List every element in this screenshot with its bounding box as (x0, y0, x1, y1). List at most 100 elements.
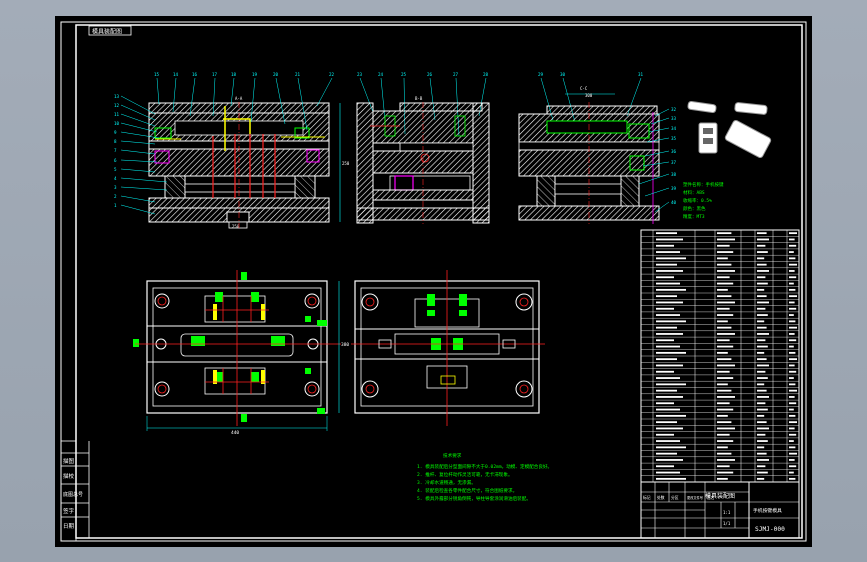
svg-text:24: 24 (378, 72, 384, 77)
svg-text:收缩率：0.5%: 收缩率：0.5% (683, 197, 712, 204)
svg-text:17: 17 (212, 72, 218, 77)
bom-cell-text (717, 257, 728, 260)
svg-text:5: 5 (114, 167, 117, 172)
svg-text:31: 31 (638, 72, 644, 77)
bom-cell-text (656, 421, 677, 424)
bom-cell-text (656, 282, 680, 285)
bom-cell-text (717, 370, 730, 373)
bom-cell-text (656, 270, 683, 272)
dim-label: 250 (232, 224, 240, 229)
front-section-view[interactable]: 250 250 A-A (148, 96, 350, 229)
svg-text:标记: 标记 (643, 495, 651, 500)
bom-cell-text (757, 288, 765, 291)
bom-cell-text (789, 276, 797, 279)
svg-text:材料：ABS: 材料：ABS (683, 189, 705, 196)
bom-cell-text (757, 238, 769, 241)
bom-cell-text (717, 427, 735, 430)
bom-cell-text (757, 396, 769, 398)
bom-cell-text (757, 408, 768, 411)
bom-cell-text (656, 251, 680, 253)
bom-cell-text (757, 433, 766, 436)
bom-cell-text (717, 232, 732, 235)
right-section-view[interactable]: C-C 300 (518, 86, 660, 224)
svg-text:37: 37 (671, 160, 677, 165)
bom-cell-text (757, 320, 765, 323)
bom-cell-text (717, 339, 730, 342)
middle-section-view[interactable]: B-B (356, 96, 490, 224)
svg-text:精度：MT3: 精度：MT3 (683, 213, 705, 220)
bom-cell-text (717, 263, 732, 266)
bom-cell-text (717, 345, 734, 348)
bom-cell-text (656, 459, 683, 461)
bom-cell-text (757, 389, 767, 392)
drawing-sheet: 模具装配图 描图 描校 底图总号 签字 日期 (55, 16, 812, 547)
bom-cell-text (757, 446, 765, 449)
fixed-half-plan-view[interactable] (351, 270, 545, 426)
bom-cell-text (757, 421, 767, 424)
bom-cell-text (789, 396, 795, 398)
svg-text:36: 36 (671, 149, 677, 154)
side-label: 底图总号 (63, 491, 83, 498)
bom-cell-text (656, 232, 677, 235)
bom-cell-text (757, 477, 765, 480)
moving-half-plan-view[interactable]: 440 380 (133, 270, 349, 436)
svg-text:35: 35 (671, 136, 677, 141)
svg-text:18: 18 (231, 72, 237, 77)
section-label: B-B (415, 96, 423, 101)
section-label: A-A (235, 96, 243, 101)
bom-cell-text (789, 414, 796, 417)
bom-cell-text (789, 383, 796, 386)
svg-text:12: 12 (114, 103, 120, 108)
bom-cell-text (789, 433, 797, 436)
bom-cell-text (757, 257, 765, 260)
bom-cell-text (717, 314, 734, 316)
bom-cell-text (757, 377, 768, 379)
bom-cell-text (789, 351, 796, 354)
bom-cell-text (656, 257, 686, 260)
bom-cell-text (656, 389, 677, 392)
bom-cell-text (656, 408, 680, 411)
bom-cell-text (656, 345, 680, 348)
svg-text:26: 26 (427, 72, 433, 77)
svg-text:32: 32 (671, 107, 677, 112)
bom-cell-text (789, 389, 797, 392)
bom-cell-text (789, 364, 795, 367)
bom-cell-text (656, 440, 680, 442)
bom-cell-text (757, 295, 767, 298)
bom-cell-text (789, 471, 794, 474)
bom-cell-text (717, 333, 735, 335)
bom-cell-text (757, 244, 766, 247)
svg-text:33: 33 (671, 116, 677, 121)
bom-cell-text (789, 465, 797, 468)
dim-label: 250 (342, 161, 350, 166)
outer-border (60, 21, 807, 542)
bom-cell-text (757, 471, 768, 474)
bom-cell-text (757, 276, 766, 279)
bom-cell-text (757, 282, 768, 285)
bom-cell-text (757, 339, 766, 342)
bom-cell-text (717, 402, 730, 405)
bom-cell-text (757, 263, 767, 266)
binding-column: 描图 描校 底图总号 签字 日期 (60, 440, 90, 542)
svg-text:2: 2 (114, 194, 117, 199)
bom-cell-text (717, 433, 730, 436)
svg-text:19: 19 (252, 72, 258, 77)
svg-text:处数: 处数 (657, 495, 665, 500)
bom-cell-text (789, 270, 795, 272)
svg-text:1: 1 (114, 203, 117, 208)
svg-text:颜色：黑色: 颜色：黑色 (683, 205, 706, 212)
bom-cell-text (789, 244, 797, 247)
bom-cell-text (656, 307, 674, 310)
bom-cell-text (717, 446, 728, 449)
callouts-right: 32 33 34 35 36 37 38 39 40 (638, 107, 677, 213)
bom-cell-text (717, 452, 732, 455)
svg-text:25: 25 (401, 72, 407, 77)
bom-cell-text (656, 433, 674, 436)
bom-cell-text (789, 326, 797, 329)
bom-cell-text (717, 471, 734, 474)
technical-requirements: 技术要求 1. 模具装配后分型面间隙不大于0.02mm，动模、定模配合良好。 2… (417, 452, 552, 502)
bom-cell-text (757, 345, 768, 348)
svg-text:技术要求: 技术要求 (443, 452, 462, 459)
view-title: 模具装配图 (92, 28, 122, 36)
